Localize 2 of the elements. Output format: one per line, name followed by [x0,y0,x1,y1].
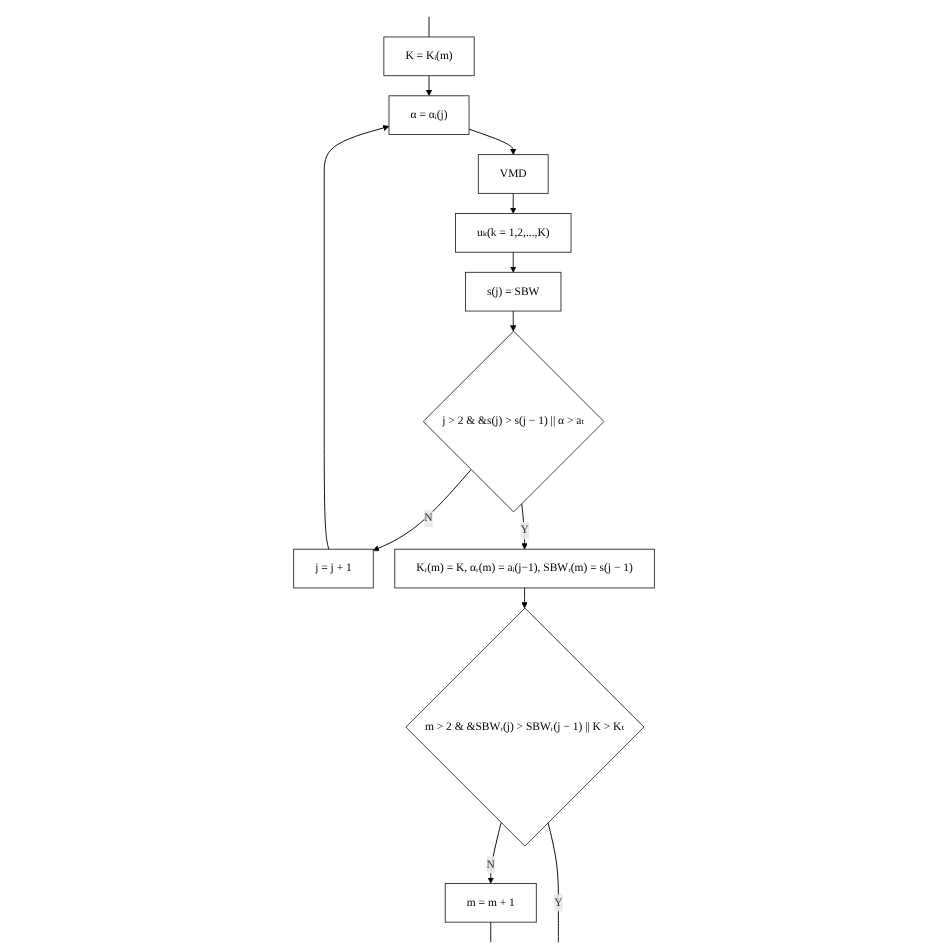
connector [490,921,492,943]
connector [547,822,559,943]
